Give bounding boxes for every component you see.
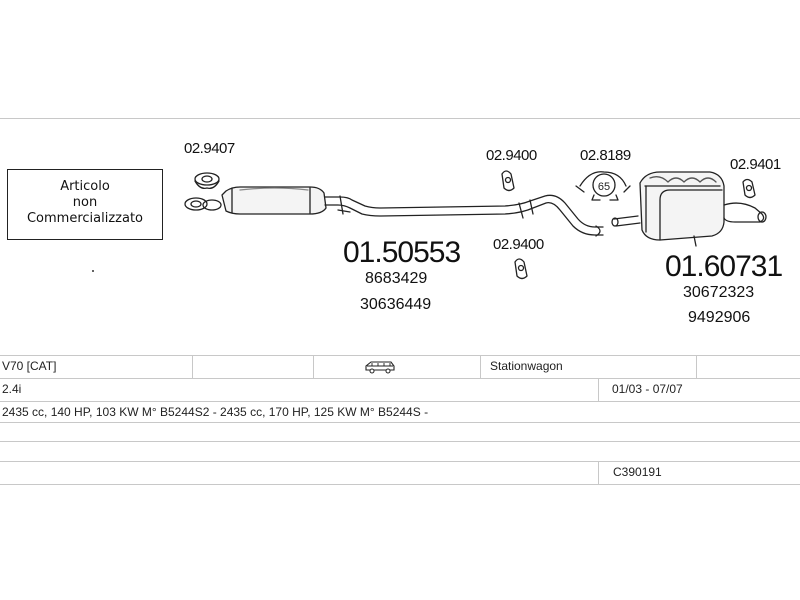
front-pipe-flange — [184, 197, 222, 211]
front-pipe-oem-2: 30636449 — [360, 296, 432, 313]
grid-line-6 — [0, 461, 800, 462]
front-pipe-oem-1: 8683429 — [365, 270, 428, 287]
clamp-front-part-number[interactable]: 02.9407 — [184, 140, 235, 157]
vehicle-model: V70 [CAT] — [2, 359, 57, 373]
grid-col-4 — [696, 355, 697, 378]
intermediate-pipe — [324, 194, 604, 237]
not-available-note: Articolo non Commercializzato — [7, 169, 163, 240]
rear-muffler-oem-2: 9492906 — [688, 309, 751, 326]
clamp-65-drawing — [575, 171, 631, 201]
grid-col-3 — [480, 355, 481, 378]
grid-col-2 — [313, 355, 314, 378]
grid-line-4 — [0, 422, 800, 423]
vehicle-body-type: Stationwagon — [490, 359, 563, 373]
clamp-size-label: 65 — [598, 181, 610, 193]
diagram-top-border — [0, 118, 800, 119]
exhaust-diagram: 65 — [92, 170, 767, 280]
middle-muffler-drawing — [221, 186, 327, 215]
note-line-1: Articolo — [60, 179, 110, 194]
rear-muffler-drawing — [639, 171, 767, 247]
note-line-3: Commercializzato — [26, 211, 144, 226]
note-line-2: non — [72, 195, 98, 210]
front-pipe-part-number[interactable]: 01.50553 — [343, 236, 461, 269]
grid-line-1 — [0, 355, 800, 356]
vehicle-specs: 2435 cc, 140 HP, 103 KW M° B5244S2 - 243… — [2, 405, 429, 419]
hanger-bottom-part-number[interactable]: 02.9400 — [493, 236, 544, 253]
grid-line-2 — [0, 378, 800, 379]
station-wagon-icon — [364, 360, 396, 379]
vehicle-period: 01/03 - 07/07 — [612, 382, 683, 396]
hanger-top-drawing — [501, 170, 515, 192]
grid-line-5 — [0, 441, 800, 442]
rear-muffler-part-number[interactable]: 01.60731 — [665, 250, 783, 283]
front-clamp-drawing — [194, 172, 220, 189]
rear-muffler-oem-1: 30672323 — [683, 284, 755, 301]
clamp-65-part-number[interactable]: 02.8189 — [580, 147, 631, 164]
grid-line-3 — [0, 401, 800, 402]
hanger-top-part-number[interactable]: 02.9400 — [486, 147, 537, 164]
kit-code[interactable]: C390191 — [613, 465, 662, 479]
grid-col-1 — [192, 355, 193, 378]
rear-inlet-pipe — [611, 215, 641, 227]
grid-col-6 — [598, 461, 599, 484]
vehicle-engine: 2.4i — [2, 382, 22, 396]
hanger-rear-part-number[interactable]: 02.9401 — [730, 156, 781, 173]
grid-line-7 — [0, 484, 800, 485]
hanger-rear-drawing — [742, 178, 756, 199]
grid-col-5 — [598, 378, 599, 401]
hanger-bottom-drawing — [514, 258, 528, 280]
